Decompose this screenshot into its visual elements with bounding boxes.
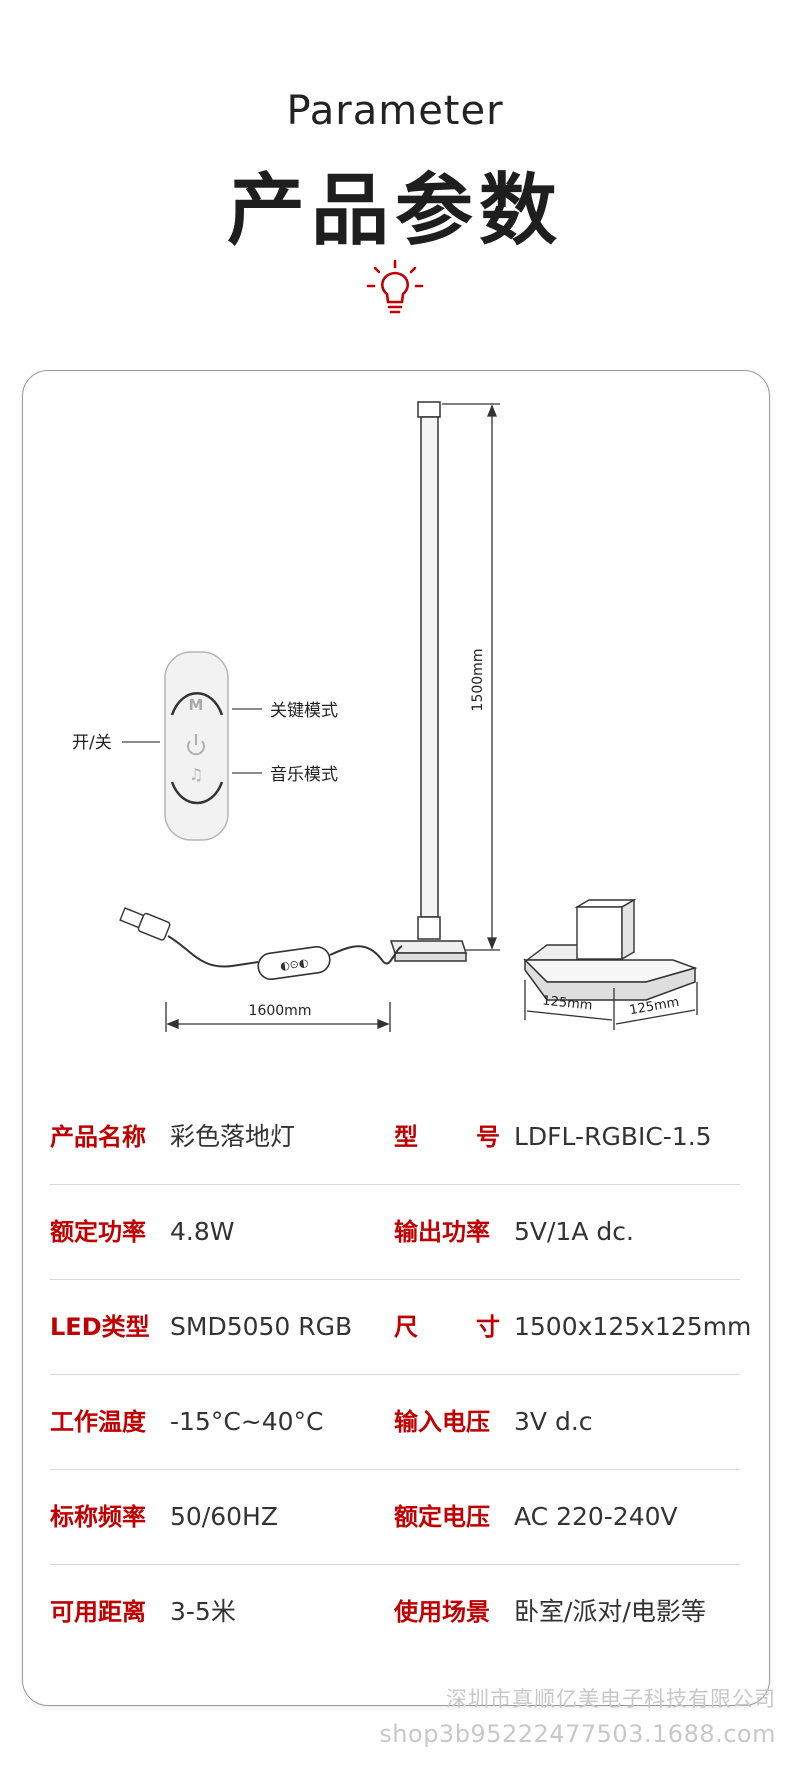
spec-label: 工作温度 (50, 1408, 146, 1436)
spec-value: SMD5050 RGB (170, 1312, 353, 1341)
base-width-label: 125mm (542, 993, 593, 1013)
spec-label-text: 型 (394, 1123, 418, 1151)
spec-value: AC 220-240V (514, 1502, 678, 1531)
spec-value: LDFL-RGBIC-1.5 (514, 1122, 712, 1151)
power-icon (187, 734, 205, 756)
cable-dimension (165, 1002, 391, 1032)
page-title-en: Parameter (286, 88, 504, 134)
lightbulb-icon (366, 259, 424, 314)
spec-value: 卧室/派对/电影等 (514, 1597, 706, 1626)
parameter-card (22, 370, 770, 1706)
spec-table: 产品名称 彩色落地灯 型号 LDFL-RGBIC-1.5 额定功率 4.8W 输… (50, 1090, 751, 1659)
spec-row: 额定功率 4.8W 输出功率 5V/1A dc. (50, 1185, 740, 1280)
spec-label: 标称频率 (50, 1503, 146, 1531)
spec-label-text: 尺 (394, 1313, 418, 1341)
spec-label: 可用距离 (50, 1598, 146, 1626)
spec-label: 输入电压 (394, 1408, 490, 1436)
spec-label: 产品名称 (50, 1123, 146, 1151)
product-diagram: 1500mm M ♫ 开/关 关键模式 音乐模式 ◐⊙◐ 1600mm (72, 401, 698, 1032)
page-title-cn: 产品参数 (226, 166, 563, 256)
lamp-pole (389, 401, 468, 962)
spec-label: 额定功率 (50, 1218, 146, 1246)
spec-label: 额定电压 (394, 1503, 490, 1531)
spec-row: 标称频率 50/60HZ 额定电压 AC 220-240V (50, 1470, 740, 1565)
svg-text:◐⊙◐: ◐⊙◐ (279, 956, 309, 973)
spec-label: 型号 (394, 1090, 500, 1184)
usb-cable: ◐⊙◐ (119, 907, 403, 981)
spec-row: 可用距离 3-5米 使用场景 卧室/派对/电影等 (50, 1565, 740, 1659)
spec-label-text: 号 (476, 1123, 500, 1151)
power-label: 开/关 (72, 733, 112, 753)
height-label: 1500mm (470, 649, 486, 712)
music-mode-label: 音乐模式 (270, 765, 338, 785)
spec-value: -15°C~40°C (170, 1407, 324, 1436)
spec-value: 50/60HZ (170, 1502, 278, 1531)
music-icon: ♫ (189, 765, 203, 784)
key-mode-label: 关键模式 (270, 701, 338, 721)
watermark-company: 深圳市真顺亿美电子科技有限公司 (446, 1687, 776, 1711)
watermark-url: shop3b95222477503.1688.com (379, 1720, 776, 1748)
spec-label: LED类型 (50, 1313, 150, 1341)
spec-value: 彩色落地灯 (170, 1122, 296, 1151)
spec-label: 尺寸 (394, 1280, 500, 1374)
cable-length-label: 1600mm (249, 1003, 312, 1019)
spec-label-text: 寸 (476, 1313, 500, 1341)
spec-value: 4.8W (170, 1217, 235, 1246)
lamp-base (523, 898, 698, 1001)
spec-value: 1500x125x125mm (514, 1312, 752, 1341)
spec-value: 3V d.c (514, 1407, 593, 1436)
base-dimensions (524, 980, 698, 1030)
spec-row: 产品名称 彩色落地灯 型号 LDFL-RGBIC-1.5 (50, 1090, 740, 1185)
controller-callout-lines (122, 708, 262, 774)
spec-value: 5V/1A dc. (514, 1217, 634, 1246)
remote-controller: M (164, 651, 229, 841)
spec-row: 工作温度 -15°C~40°C 输入电压 3V d.c (50, 1375, 740, 1470)
spec-value: 3-5米 (170, 1597, 236, 1626)
spec-label: 使用场景 (394, 1598, 490, 1626)
height-dimension (442, 403, 500, 951)
svg-text:M: M (189, 696, 204, 714)
spec-label: 输出功率 (394, 1218, 490, 1246)
spec-row: LED类型 SMD5050 RGB 尺寸 1500x125x125mm (50, 1280, 751, 1375)
